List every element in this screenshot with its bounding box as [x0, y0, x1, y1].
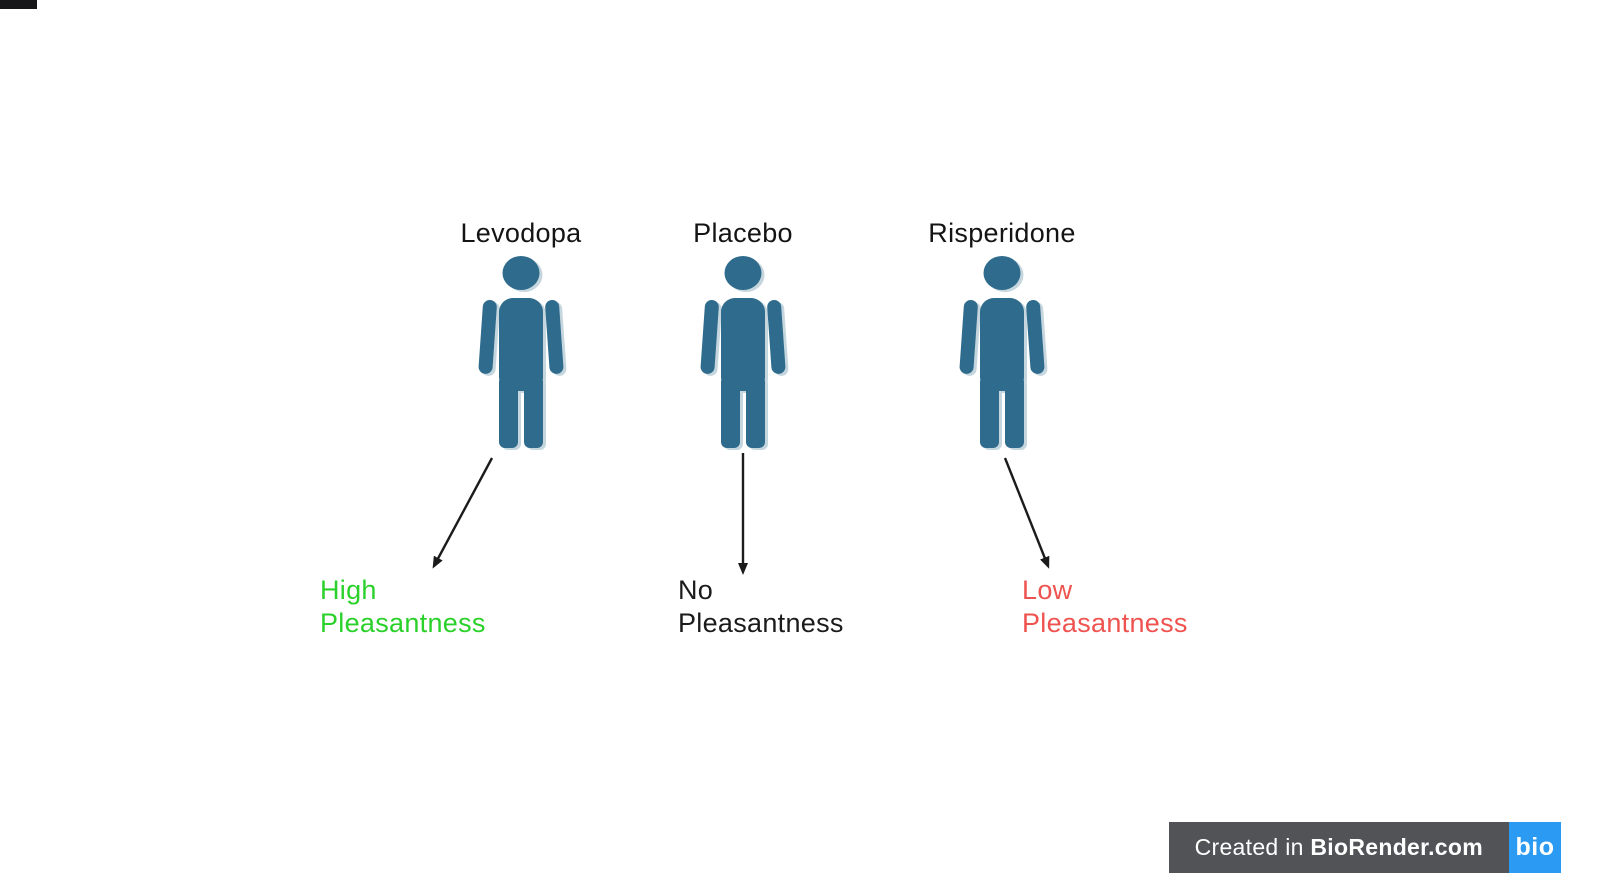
group-placebo: Placebo: [643, 216, 843, 448]
drug-label-risperidone: Risperidone: [928, 218, 1076, 248]
arrow-levodopa-down-left: [432, 457, 494, 569]
outcome-line: No: [678, 575, 714, 605]
top-left-artifact: [0, 0, 37, 9]
outcome-no-pleasantness: No Pleasantness: [678, 574, 844, 640]
outcome-line: Low: [1022, 575, 1073, 605]
biorender-logo: bio: [1509, 822, 1561, 873]
arrow-risperidone-down-right: [1003, 457, 1050, 569]
person-icon: [959, 256, 1045, 448]
biorender-badge: Created in BioRender.com bio: [1168, 822, 1561, 873]
person-icon: [700, 256, 786, 448]
person-icon: [478, 256, 564, 448]
group-levodopa: Levodopa: [421, 216, 621, 448]
outcome-low-pleasantness: Low Pleasantness: [1022, 574, 1188, 640]
drug-label-placebo: Placebo: [693, 218, 793, 248]
badge-prefix: Created in: [1194, 834, 1311, 860]
outcome-line: Pleasantness: [320, 608, 486, 638]
biorender-badge-text: Created in BioRender.com: [1168, 822, 1509, 873]
group-risperidone: Risperidone: [902, 216, 1102, 448]
outcome-high-pleasantness: High Pleasantness: [320, 574, 486, 640]
badge-brand: BioRender.com: [1310, 834, 1483, 860]
drug-label-levodopa: Levodopa: [460, 218, 582, 248]
outcome-line: High: [320, 575, 377, 605]
outcome-line: Pleasantness: [1022, 608, 1188, 638]
outcome-line: Pleasantness: [678, 608, 844, 638]
